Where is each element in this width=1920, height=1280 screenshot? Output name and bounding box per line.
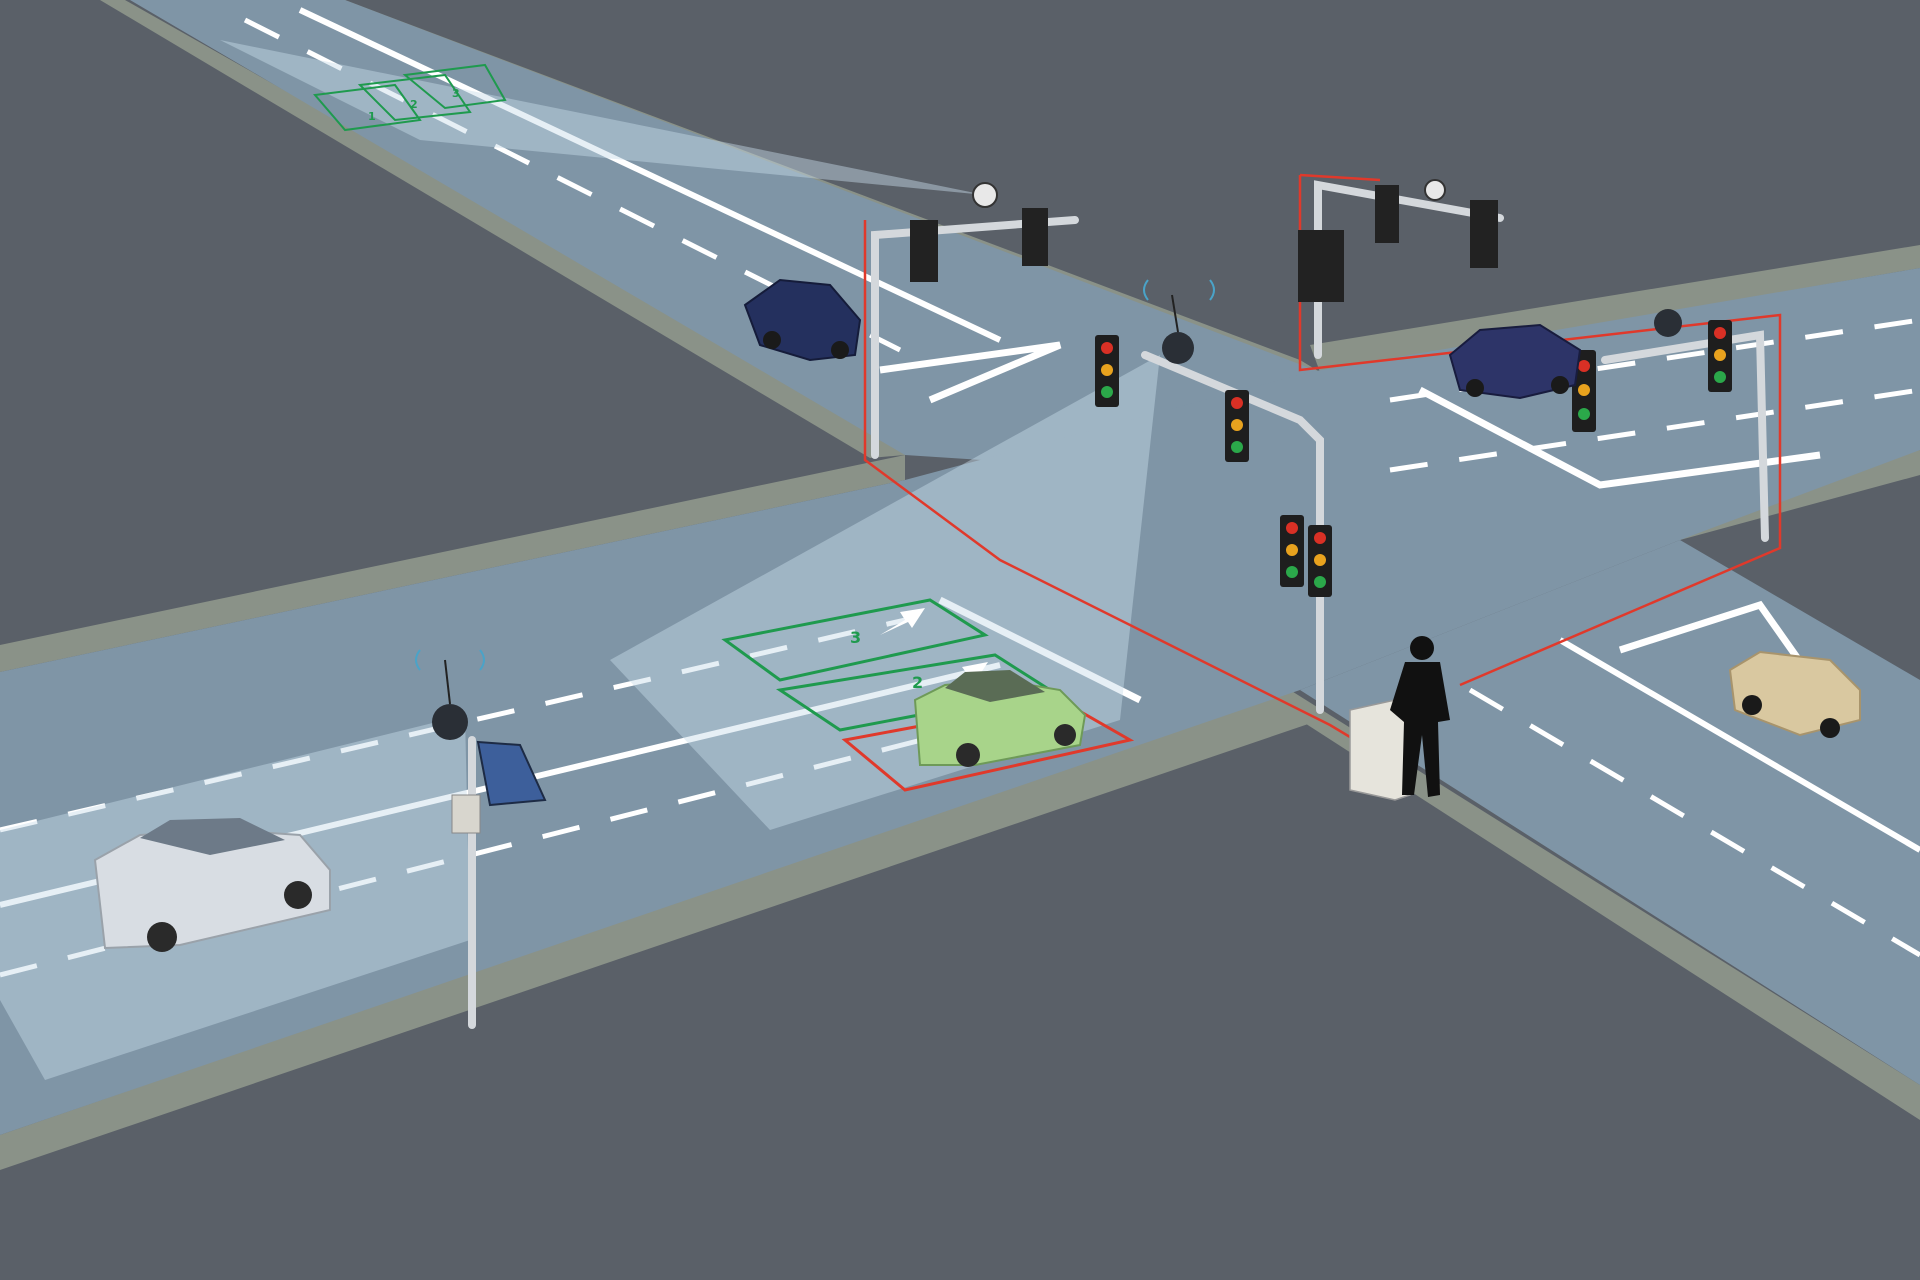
solar-panel [476, 740, 547, 807]
operator-silhouette [1390, 636, 1450, 797]
far-zone-1-label: 1 [368, 110, 376, 123]
far-zone-2-outline [357, 73, 472, 122]
signal-head-back [910, 220, 938, 282]
roadside-sensor-icon [415, 649, 485, 740]
far-zone-3-outline [402, 63, 507, 110]
far-zone-1-outline [313, 83, 422, 132]
signal-wiring [863, 173, 1782, 742]
signal-head-back [1470, 200, 1498, 268]
lane-arrow [880, 608, 925, 635]
controller-box [451, 794, 481, 834]
zone-2-label: 2 [912, 673, 923, 692]
right-sensor-icon [1654, 309, 1682, 337]
signal-head [1280, 515, 1304, 587]
zone-3-outline [721, 598, 989, 682]
vehicles [93, 278, 1861, 952]
signal-head-back [1375, 185, 1399, 243]
far-sensor-icon [972, 182, 998, 208]
white-car [93, 818, 331, 952]
solar-unit [451, 740, 547, 834]
far-zone-2-label: 2 [410, 98, 418, 111]
main-sensor-icon [1143, 279, 1215, 364]
lane-arrow [940, 662, 988, 690]
signal-head [1708, 320, 1732, 392]
sensors [415, 179, 1682, 740]
beige-car [1728, 650, 1861, 738]
rear-sensor-icon [1424, 179, 1446, 201]
signal-head-back [1298, 230, 1344, 302]
signal-head [1225, 390, 1249, 462]
green-car [913, 670, 1087, 767]
control-station [1349, 636, 1450, 801]
far-detection-zones: 1 2 3 [313, 63, 507, 132]
navy-car-right [1448, 323, 1582, 400]
navy-car-far [743, 278, 862, 362]
signal-head-back [1022, 208, 1048, 266]
far-zone-3-label: 3 [452, 87, 460, 100]
signal-head [1308, 525, 1332, 597]
zone-3-label: 3 [850, 628, 861, 647]
signal-head [1095, 335, 1119, 407]
